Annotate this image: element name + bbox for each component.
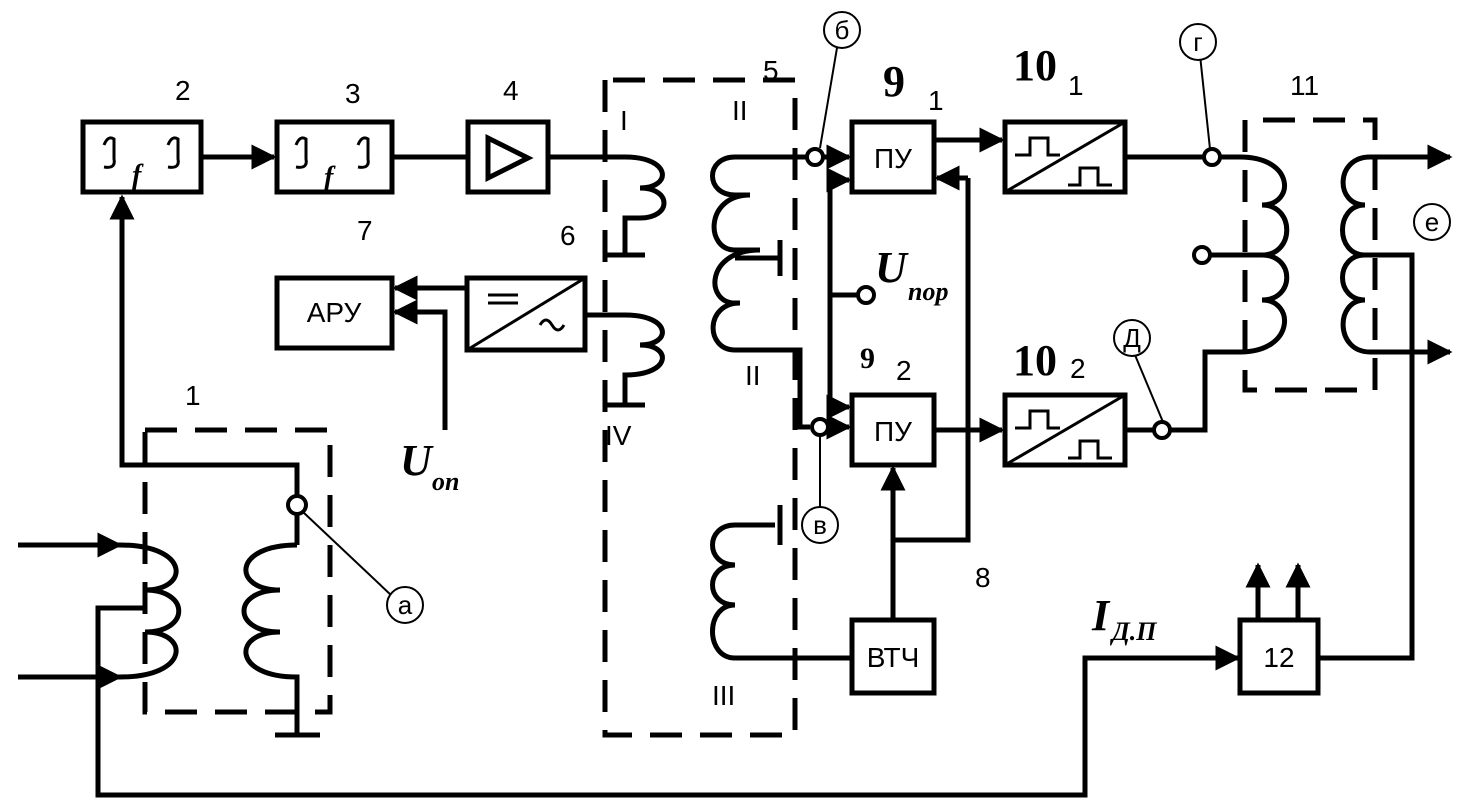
label-10-2-sub: 2 bbox=[1070, 353, 1086, 384]
pulse2-bottom-icon bbox=[1068, 439, 1112, 460]
label-8: 8 bbox=[975, 562, 991, 593]
agc-text: АРУ bbox=[307, 297, 362, 328]
svg-text:в: в bbox=[813, 510, 827, 540]
output-transformer-enclosure bbox=[1242, 117, 1378, 393]
label-2: 2 bbox=[175, 75, 191, 106]
filter-block-2 bbox=[80, 119, 204, 195]
label-1: 1 bbox=[185, 380, 201, 411]
point-a-label: а bbox=[386, 586, 424, 624]
u-por-subscript: пор bbox=[908, 277, 948, 306]
label-11: 11 bbox=[1290, 70, 1319, 101]
point-a-node bbox=[286, 494, 308, 516]
point-e-label: е bbox=[1413, 203, 1451, 241]
svg-text:г: г bbox=[1193, 27, 1202, 57]
svg-text:б: б bbox=[835, 15, 850, 45]
filter3-f-symbol: f bbox=[324, 162, 336, 193]
label-3: 3 bbox=[345, 78, 361, 109]
label-9-1: 9 bbox=[883, 57, 905, 106]
label-9-2-sub: 2 bbox=[896, 355, 912, 386]
label-7: 7 bbox=[357, 215, 373, 246]
winding-III-label: III bbox=[712, 680, 735, 711]
point-b-label: б bbox=[823, 11, 861, 49]
upor-node bbox=[856, 285, 876, 305]
filter2-f-symbol: f bbox=[132, 160, 144, 191]
point-v-label: в bbox=[801, 506, 839, 544]
point-d-node bbox=[1152, 420, 1172, 440]
transformer5-enclosure bbox=[602, 77, 798, 738]
label-9-2: 9 bbox=[860, 342, 875, 375]
pulse1-top-icon bbox=[1015, 136, 1060, 157]
filter-block-3 bbox=[274, 119, 395, 195]
block12-text: 12 bbox=[1263, 642, 1294, 673]
filter3-symbol bbox=[294, 136, 370, 169]
uop-to-agc bbox=[392, 299, 448, 430]
label-9-1-sub: 1 bbox=[928, 85, 944, 116]
u-op-label: U bbox=[400, 436, 434, 485]
label-5: 5 bbox=[763, 55, 779, 86]
point-g-leader bbox=[1199, 54, 1211, 150]
label-10-2: 10 bbox=[1013, 336, 1057, 385]
vtch-text: ВТЧ bbox=[867, 642, 920, 673]
winding-II-coil bbox=[710, 154, 810, 430]
i-dp-label: I bbox=[1091, 591, 1111, 640]
amplifier-block-4 bbox=[465, 119, 551, 195]
amplifier-triangle-icon bbox=[485, 133, 534, 183]
conv2-to-tr11 bbox=[1170, 349, 1240, 433]
dc-symbol-icon bbox=[488, 293, 518, 305]
point-d-leader bbox=[1134, 354, 1164, 423]
point-a-leader bbox=[302, 511, 393, 597]
winding-II-label-bottom: II bbox=[745, 360, 761, 391]
winding-IV-coil bbox=[585, 312, 665, 405]
svg-text:Д: Д bbox=[1123, 323, 1141, 353]
secondary-to-filter bbox=[119, 200, 300, 545]
pu1-block bbox=[849, 119, 937, 195]
label-4: 4 bbox=[503, 75, 519, 106]
svg-text:а: а bbox=[398, 590, 413, 620]
agc-block bbox=[274, 275, 395, 351]
u-por-label: U bbox=[875, 243, 909, 292]
secondary-coil bbox=[241, 542, 300, 735]
point-g-node bbox=[1202, 147, 1222, 167]
u-op-subscript: оп bbox=[432, 467, 459, 496]
label-10-1: 10 bbox=[1013, 41, 1057, 90]
point-d-label: Д bbox=[1113, 319, 1151, 357]
point-g-label: г bbox=[1179, 23, 1217, 61]
pu1-text: ПУ bbox=[874, 143, 912, 174]
point-b-node bbox=[805, 147, 825, 167]
winding-II-center-tap bbox=[735, 240, 783, 276]
label-6: 6 bbox=[560, 220, 576, 251]
i-dp-subscript: Д.П bbox=[1110, 617, 1157, 646]
tr11-primary-coil bbox=[1220, 154, 1290, 355]
winding-II-label-top: II bbox=[732, 95, 748, 126]
ac-symbol-icon bbox=[538, 318, 566, 332]
primary-coil bbox=[119, 542, 182, 680]
label-10-1-sub: 1 bbox=[1068, 70, 1084, 101]
svg-text:е: е bbox=[1425, 207, 1439, 237]
winding-III-coil bbox=[710, 522, 852, 661]
winding-I-label: I bbox=[620, 105, 628, 136]
rectifier-diagonal bbox=[466, 276, 586, 352]
pulse1-bottom-icon bbox=[1068, 166, 1112, 187]
pulse2-top-icon bbox=[1015, 409, 1060, 430]
converter2-diagonal bbox=[1004, 393, 1126, 467]
point-b-leader bbox=[819, 41, 839, 149]
filter2-symbol bbox=[102, 136, 180, 169]
vtch-branch bbox=[893, 178, 971, 543]
winding-I-coil bbox=[622, 154, 667, 255]
pu2-text: ПУ bbox=[874, 416, 912, 447]
winding-IV-label: IV bbox=[605, 420, 632, 451]
tr11-center-node bbox=[1192, 245, 1212, 265]
converter1-diagonal bbox=[1004, 120, 1126, 194]
point-v-node bbox=[810, 417, 830, 437]
input-transformer-enclosure bbox=[142, 427, 333, 715]
primary-return bbox=[95, 605, 1235, 798]
tr11-to-block12 bbox=[1318, 252, 1415, 661]
